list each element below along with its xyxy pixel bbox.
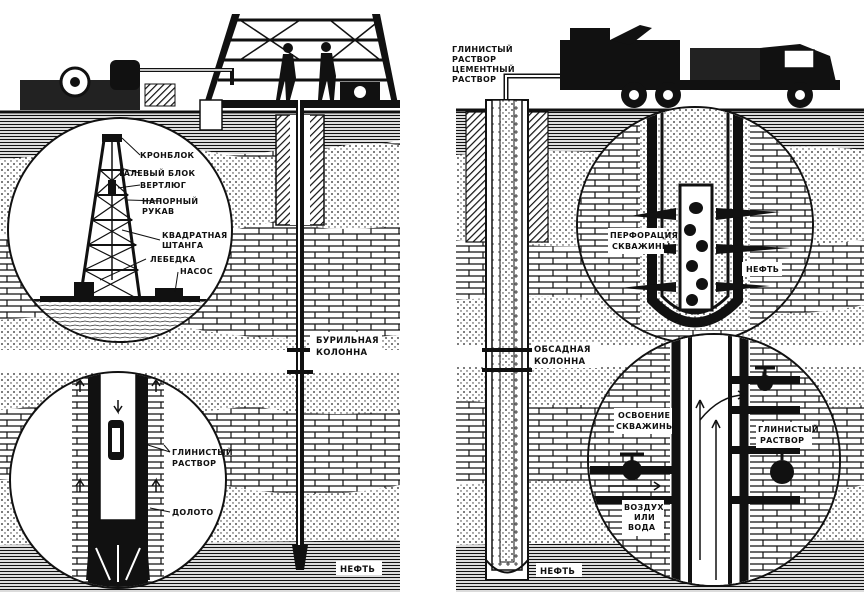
label-perforatsiya-2: СКВАЖИНЫ bbox=[612, 242, 671, 251]
inset-perforation bbox=[576, 106, 814, 344]
label-glinistyy-right-1: ГЛИНИСТЫЙ bbox=[758, 423, 819, 434]
label-kvadratnaya-1: КВАДРАТНАЯ bbox=[162, 231, 228, 240]
label-top-4: РАСТВОР bbox=[452, 75, 496, 84]
label-nasos: НАСОС bbox=[180, 267, 213, 276]
label-vozduh-2: ИЛИ bbox=[634, 513, 655, 522]
panel-gap bbox=[418, 0, 456, 592]
label-kvadratnaya-2: ШТАНГА bbox=[162, 241, 204, 250]
left-panel: КРОНБЛОК ТАЛЕВЫЙ БЛОК ВЕРТЛЮГ НАПОРНЫЙ Р… bbox=[0, 14, 400, 592]
label-napornyy-2: РУКАВ bbox=[142, 207, 174, 216]
label-vertlyug: ВЕРТЛЮГ bbox=[140, 181, 186, 190]
label-talevy-blok: ТАЛЕВЫЙ БЛОК bbox=[118, 167, 195, 178]
right-labels: ГЛИНИСТЫЙ РАСТВОР ЦЕМЕНТНЫЙ РАСТВОР ПЕРФ… bbox=[452, 43, 819, 577]
drill-bit-main bbox=[292, 545, 308, 570]
label-burilnaya-2: КОЛОННА bbox=[316, 348, 367, 358]
label-obsadnaya-1: ОБСАДНАЯ bbox=[534, 345, 591, 355]
inset-bit bbox=[9, 371, 227, 589]
label-lebedka: ЛЕБЕДКА bbox=[150, 255, 196, 264]
label-osvoenie-1: ОСВОЕНИЕ bbox=[618, 411, 670, 420]
label-doloto: ДОЛОТО bbox=[172, 508, 213, 517]
label-glinistyy-right-2: РАСТВОР bbox=[760, 436, 804, 445]
label-top-1: ГЛИНИСТЫЙ bbox=[452, 43, 513, 54]
label-vozduh-3: ВОДА bbox=[628, 523, 656, 532]
label-burilnaya-1: БУРИЛЬНАЯ bbox=[316, 336, 379, 346]
workers bbox=[276, 42, 336, 100]
cement-truck bbox=[560, 25, 840, 108]
left-labels: КРОНБЛОК ТАЛЕВЫЙ БЛОК ВЕРТЛЮГ НАПОРНЫЙ Р… bbox=[118, 151, 382, 575]
label-napornyy-1: НАПОРНЫЙ bbox=[142, 195, 198, 206]
label-kronblok: КРОНБЛОК bbox=[140, 151, 195, 160]
label-glinistyy-2: РАСТВОР bbox=[172, 459, 216, 468]
pump-engine bbox=[20, 60, 380, 131]
label-neft-left: НЕФТЬ bbox=[340, 565, 375, 575]
label-top-3: ЦЕМЕНТНЫЙ bbox=[452, 63, 515, 74]
label-vozduh-1: ВОЗДУХ bbox=[624, 503, 664, 512]
label-neft-right: НЕФТЬ bbox=[540, 567, 575, 577]
label-osvoenie-2: СКВАЖИНЫ bbox=[616, 422, 675, 431]
right-panel: ГЛИНИСТЫЙ РАСТВОР ЦЕМЕНТНЫЙ РАСТВОР ПЕРФ… bbox=[452, 25, 864, 592]
label-obsadnaya-2: КОЛОННА bbox=[534, 357, 585, 367]
label-top-2: РАСТВОР bbox=[452, 55, 496, 64]
label-glinistyy-1: ГЛИНИСТЫЙ bbox=[172, 446, 233, 457]
label-perforatsiya-1: ПЕРФОРАЦИЯ bbox=[610, 231, 678, 240]
label-neft-inset: НЕФТЬ bbox=[746, 265, 779, 274]
